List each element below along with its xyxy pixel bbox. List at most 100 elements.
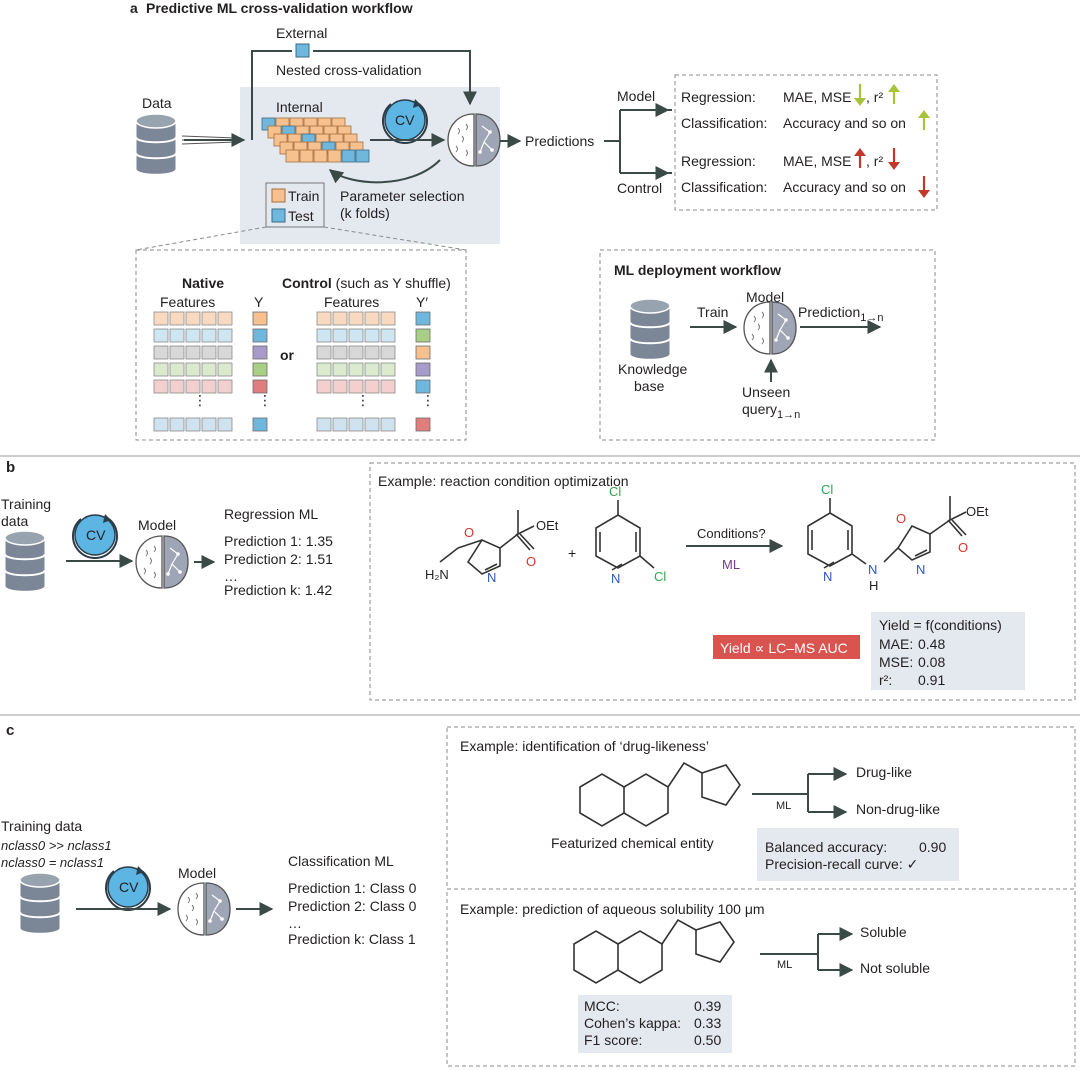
fold-grid <box>261 117 370 163</box>
b-model-label: Model <box>138 517 176 533</box>
feature-cell <box>185 328 201 343</box>
external-arrow-out <box>313 50 477 106</box>
ex2-ml-label: ML <box>777 959 792 971</box>
regression-ml-title: Regression ML <box>224 506 318 522</box>
feature-cell <box>185 311 201 326</box>
brain-model-icon <box>743 301 797 355</box>
c-pred-2: Prediction 2: Class 0 <box>288 898 417 914</box>
vertical-ellipsis: ⋮ <box>193 392 207 408</box>
feature-cell <box>217 417 233 432</box>
oxazole-o: O <box>464 525 474 540</box>
oxazole-reactant: O N H₂N OEt O <box>425 510 559 585</box>
feature-cell <box>332 311 348 326</box>
feature-cell <box>153 328 169 343</box>
product-nh-h: H <box>869 578 878 593</box>
precision-recall-label: Precision-recall curve: ✓ <box>765 856 918 872</box>
label-cell <box>415 328 431 343</box>
druglikeness-box <box>446 726 1076 890</box>
label-cell <box>415 345 431 360</box>
external-label: External <box>276 25 327 41</box>
mcc-label: MCC: <box>584 998 620 1014</box>
control-classification-label: Classification: <box>681 179 767 195</box>
feature-cell <box>185 379 201 394</box>
metrics-box <box>674 74 938 211</box>
c-model-label: Model <box>178 865 216 881</box>
b-pred-ellipsis: … <box>224 568 238 584</box>
feature-cell <box>153 417 169 432</box>
label-cell <box>415 311 431 326</box>
fold-cell <box>355 149 370 163</box>
feature-cell <box>201 417 217 432</box>
feature-cell <box>316 379 332 394</box>
pyridine-n: N <box>611 571 620 586</box>
legend-box <box>265 182 325 228</box>
model-r2-label: , r² <box>866 89 883 105</box>
feature-cell <box>217 311 233 326</box>
mae-label: MAE: <box>879 636 913 652</box>
solubility-fork <box>760 934 819 970</box>
feature-cell <box>348 328 364 343</box>
control-title: Control (such as Y shuffle) <box>282 275 451 291</box>
control-y-label: Y′ <box>416 294 428 310</box>
solubility-metrics-box <box>578 995 732 1053</box>
database-icon <box>4 530 46 593</box>
native-features-label: Features <box>160 294 215 310</box>
class-condition-1: nclass0 >> nclass1 <box>1 838 112 853</box>
class-condition-2: nclass0 = nclass1 <box>1 855 104 870</box>
c-training-label: Training data <box>1 818 82 834</box>
feature-cell <box>153 379 169 394</box>
control-regression-label: Regression: <box>681 153 756 169</box>
yield-metrics-box <box>871 612 1025 690</box>
b-pred-2: Prediction 2: 1.51 <box>224 551 333 567</box>
molecule-1 <box>579 762 741 827</box>
druglikeness-title: Example: identification of ‘drug-likenes… <box>460 738 709 754</box>
feature-cell <box>316 311 332 326</box>
cv-label: CV <box>395 112 415 128</box>
mae-value: 0.48 <box>918 636 945 652</box>
feature-cell <box>217 362 233 377</box>
h2n-label: H₂N <box>425 567 449 582</box>
panel-c-letter: c <box>6 722 14 739</box>
feature-cell <box>217 345 233 360</box>
feature-cell <box>169 417 185 432</box>
vertical-ellipsis: ⋮ <box>356 392 370 408</box>
feature-cell <box>364 362 380 377</box>
label-cell <box>252 362 268 377</box>
product-oxazole-n: N <box>916 562 925 577</box>
model-regression-label: Regression: <box>681 89 756 105</box>
or-label: or <box>280 347 295 363</box>
training-line2: data <box>1 513 28 529</box>
training-line1: Training <box>1 496 51 512</box>
nested-cv-label: Nested cross-validation <box>276 62 422 78</box>
model-branch-label: Model <box>617 88 655 104</box>
dichloropyridine-reactant: Cl N Cl <box>595 484 666 586</box>
feature-cell <box>153 362 169 377</box>
fold-cell <box>341 149 356 163</box>
fold-cell <box>327 149 342 163</box>
param-line1: Parameter selection <box>340 188 465 204</box>
database-icon <box>135 113 177 176</box>
native-y-label: Y <box>254 294 264 310</box>
oet-label: OEt <box>536 518 559 533</box>
feature-cell <box>332 379 348 394</box>
product-oxazole-o: O <box>896 511 906 526</box>
druglikeness-metrics-box <box>757 828 959 881</box>
soluble-label: Soluble <box>860 924 907 940</box>
f1-label: F1 score: <box>584 1032 642 1048</box>
feature-cell <box>201 345 217 360</box>
reaction-example-title: Example: reaction condition optimization <box>378 473 629 489</box>
feature-cell <box>201 379 217 394</box>
unseen-line2: query1→n <box>742 401 800 421</box>
feature-cell <box>380 328 396 343</box>
feature-cell <box>169 379 185 394</box>
panel-a-letter: a <box>130 0 138 16</box>
panel-a-title: Predictive ML cross-validation workflow <box>146 0 413 16</box>
feature-cell <box>169 345 185 360</box>
kappa-value: 0.33 <box>694 1015 721 1031</box>
feature-cell <box>364 379 380 394</box>
deployment-box <box>599 249 936 441</box>
druglikeness-fork <box>752 774 809 812</box>
zoom-lines <box>135 226 467 251</box>
c-pred-k: Prediction k: Class 1 <box>288 931 416 947</box>
r2-value: 0.91 <box>918 672 945 688</box>
